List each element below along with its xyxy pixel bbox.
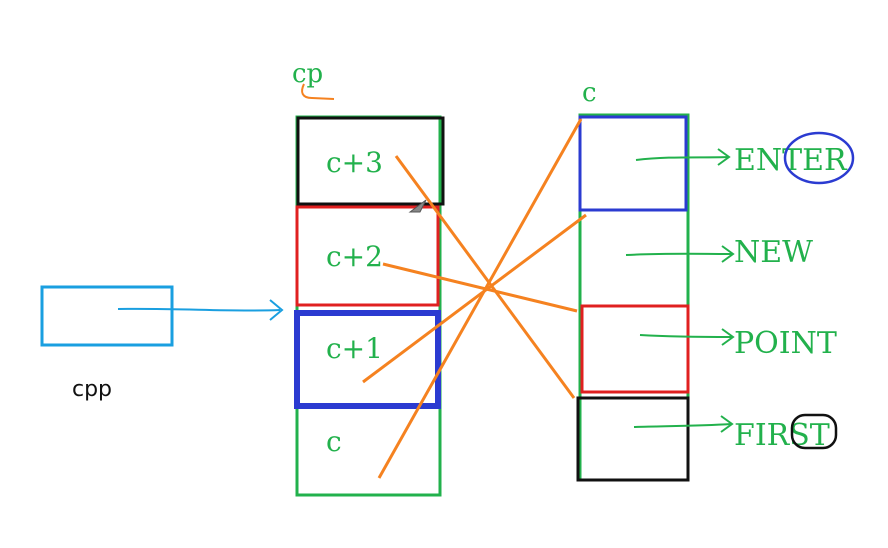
arrowhead-new [721, 245, 735, 263]
arrowhead-point [721, 328, 735, 346]
link-c [377, 118, 583, 479]
c-cell-0-box [578, 115, 688, 212]
link-c1 [362, 213, 587, 384]
c-cell-2-box [580, 304, 690, 394]
link-c3 [394, 155, 576, 399]
stray-arrow-mark [408, 199, 427, 213]
cpp-arrowhead [269, 299, 284, 321]
link-c2 [382, 262, 578, 313]
cell-c1-box [294, 310, 441, 409]
cell-c2-label: c+2 [326, 240, 383, 273]
cell-c-label: c [326, 425, 342, 458]
string-new: NEW [734, 235, 813, 270]
cell-c3-box [296, 116, 445, 206]
cell-c1-label: c+1 [326, 332, 383, 365]
cpp-arrow [117, 307, 281, 312]
c-label: c [582, 78, 597, 108]
cp-label: cp [292, 59, 323, 89]
cell-c2-box [295, 205, 440, 307]
string-point: POINT [734, 326, 837, 361]
er-circle-mark [783, 131, 855, 185]
arrow-new [625, 252, 733, 256]
cpp-box [40, 285, 174, 347]
arrow-point [639, 334, 733, 338]
c-cell-3-box [576, 396, 690, 482]
cpp-label: cpp [72, 377, 112, 402]
arrowhead-enter [717, 148, 731, 166]
cell-c3-label: c+3 [326, 146, 383, 179]
arrow-enter [635, 156, 729, 161]
arrow-first [633, 423, 732, 428]
arrowhead-first [720, 415, 734, 433]
cp-underline-mark [301, 83, 335, 100]
t-box-mark [790, 413, 838, 450]
